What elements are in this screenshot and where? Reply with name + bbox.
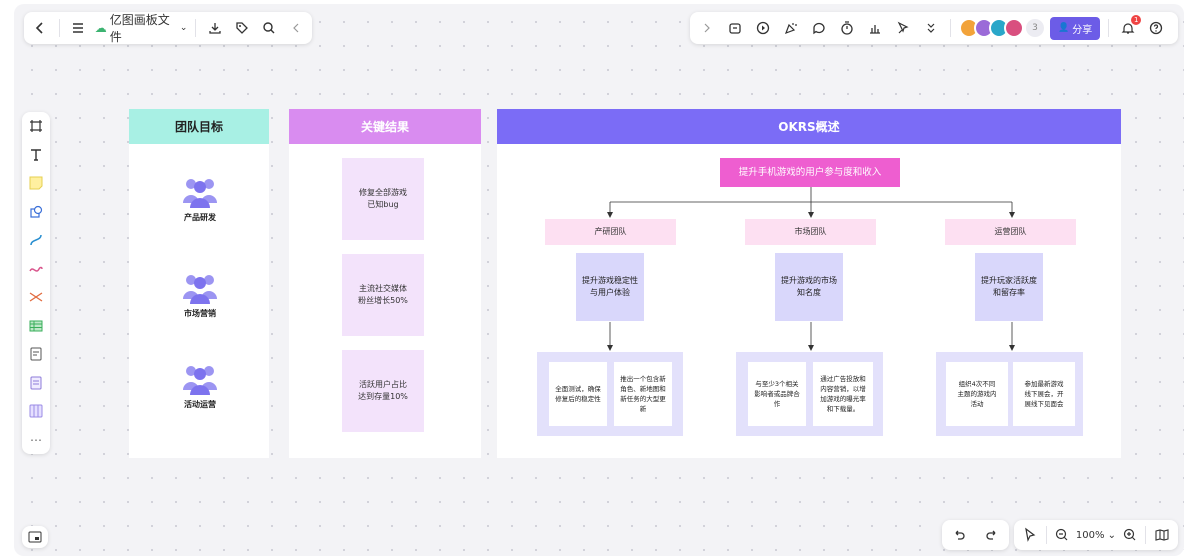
branch-team-label[interactable]: 市场团队 — [745, 219, 876, 245]
share-button-label: 分享 — [1072, 24, 1093, 36]
zoom-controls: 100% ⌄ — [1014, 520, 1178, 550]
notification-bell-icon[interactable]: 1 — [1117, 15, 1142, 39]
zoom-level-value: 100% — [1075, 529, 1105, 541]
comment-icon[interactable] — [808, 17, 830, 39]
key-result-note[interactable]: 活跃用户占比 达到存量10% — [342, 350, 424, 432]
team-goals-header[interactable]: 团队目标 — [129, 109, 269, 144]
key-result-note[interactable]: 主流社交媒体 粉丝增长50% — [342, 254, 424, 336]
top-right-toolbar: 3 👤 分享 1 — [690, 12, 1178, 44]
text-tool-icon[interactable] — [25, 145, 47, 166]
tag-icon[interactable] — [231, 17, 252, 39]
share-button[interactable]: 👤 分享 — [1050, 16, 1101, 40]
history-controls — [942, 520, 1009, 550]
menu-icon[interactable] — [68, 17, 89, 39]
more-tools-icon[interactable]: ⋯ — [30, 432, 42, 447]
timer-icon[interactable] — [836, 17, 858, 39]
more-chevron-icon[interactable] — [920, 17, 942, 39]
branch-objective[interactable]: 提升游戏稳定性 与用户体验 — [576, 253, 644, 321]
top-left-toolbar: ☁ 亿图画板文件 ⌄ — [24, 12, 312, 44]
team-group-icon — [183, 366, 217, 395]
list-card-icon[interactable] — [25, 373, 47, 394]
main-objective-text: 提升手机游戏的用户参与度和收入 — [738, 166, 882, 178]
team-group-icon — [183, 179, 217, 208]
zoom-in-icon[interactable] — [1119, 524, 1141, 546]
key-result-note[interactable]: 修复全部游戏 已知bug — [342, 158, 424, 240]
avatar[interactable] — [1004, 18, 1024, 38]
document-title-text: 亿图画板文件 — [109, 13, 170, 44]
document-title[interactable]: ☁ 亿图画板文件 ⌄ — [95, 11, 188, 45]
team-goals-title: 团队目标 — [174, 120, 223, 134]
collapse-icon[interactable] — [285, 17, 306, 39]
divider — [950, 19, 951, 37]
team-group-icon — [183, 275, 217, 304]
task-card[interactable]: 通过广告投放和 内容营销，以增 加游戏的曝光率 和下载量。 — [813, 362, 873, 426]
avatar-count[interactable]: 3 — [1026, 19, 1044, 37]
okrs-overview-header[interactable]: OKRS概述 — [497, 109, 1121, 144]
branch-team-text: 产研团队 — [594, 227, 627, 236]
zoom-level[interactable]: 100% ⌄ — [1075, 529, 1117, 541]
task-card[interactable]: 推出一个包含新 角色、新地图和 新任务的大型更 新 — [614, 362, 672, 426]
key-results-header[interactable]: 关键结果 — [289, 109, 481, 144]
shape-tool-icon[interactable] — [25, 202, 47, 223]
minimap-toggle-icon[interactable] — [24, 526, 46, 548]
task-card[interactable]: 参加最新游戏 线下展会，开 展线下见面会 — [1013, 362, 1075, 426]
template-icon[interactable] — [25, 401, 47, 422]
sticky-note-icon[interactable] — [25, 173, 47, 194]
task-card[interactable]: 组织4次不同 主题的游戏内 活动 — [946, 362, 1008, 426]
collaborator-avatars[interactable]: 3 — [959, 18, 1044, 38]
ai-assistant-icon[interactable] — [724, 17, 746, 39]
table-tool-icon[interactable] — [25, 316, 47, 337]
main-objective[interactable]: 提升手机游戏的用户参与度和收入 — [720, 158, 900, 187]
laser-pointer-icon[interactable] — [892, 17, 914, 39]
map-view-icon[interactable] — [1151, 524, 1173, 546]
divider — [195, 19, 197, 37]
help-icon[interactable] — [1145, 17, 1167, 39]
team-item-operations[interactable]: 活动运营 — [164, 364, 236, 410]
team-item-product[interactable]: 产品研发 — [164, 177, 236, 223]
okrs-overview-title: OKRS概述 — [778, 120, 840, 134]
undo-icon[interactable] — [948, 524, 970, 546]
left-tool-palette: ⋯ — [22, 112, 50, 454]
branch-team-label[interactable]: 产研团队 — [545, 219, 676, 245]
select-cursor-icon[interactable] — [1019, 524, 1041, 546]
divider — [58, 19, 60, 37]
mindmap-tool-icon[interactable] — [25, 287, 47, 308]
notification-badge: 1 — [1131, 15, 1142, 25]
team-label: 市场营销 — [184, 309, 216, 318]
user-add-icon: 👤 — [1058, 23, 1070, 33]
zoom-out-icon[interactable] — [1051, 524, 1073, 546]
team-label: 产品研发 — [184, 213, 216, 222]
cloud-sync-icon: ☁ — [94, 21, 107, 35]
team-label: 活动运营 — [184, 400, 216, 409]
back-icon[interactable] — [30, 17, 51, 39]
divider — [1145, 526, 1147, 544]
document-card-icon[interactable] — [25, 344, 47, 365]
task-card[interactable]: 全面测试，确保 修复后的稳定性 — [549, 362, 607, 426]
celebrate-icon[interactable] — [780, 17, 802, 39]
download-icon[interactable] — [204, 17, 225, 39]
branch-team-label[interactable]: 运营团队 — [945, 219, 1076, 245]
pen-tool-icon[interactable] — [25, 259, 47, 280]
redo-icon[interactable] — [981, 524, 1003, 546]
task-card[interactable]: 与至少3个相关 影响者或品牌合 作 — [748, 362, 806, 426]
branch-objective[interactable]: 提升游戏的市场 知名度 — [775, 253, 843, 321]
bottom-left-panel — [22, 526, 48, 548]
search-icon[interactable] — [258, 17, 279, 39]
frame-tool-icon[interactable] — [25, 116, 47, 137]
vote-icon[interactable] — [864, 17, 886, 39]
divider — [1045, 526, 1047, 544]
key-results-title: 关键结果 — [360, 120, 409, 134]
play-icon[interactable] — [752, 17, 774, 39]
expand-icon[interactable] — [696, 17, 718, 39]
branch-team-text: 运营团队 — [994, 227, 1027, 236]
chevron-down-icon: ⌄ — [179, 23, 188, 33]
connector-tool-icon[interactable] — [25, 230, 47, 251]
branch-objective[interactable]: 提升玩家活跃度 和留存率 — [975, 253, 1043, 321]
branch-team-text: 市场团队 — [794, 227, 827, 236]
divider — [1108, 19, 1110, 37]
team-item-marketing[interactable]: 市场营销 — [164, 273, 236, 319]
